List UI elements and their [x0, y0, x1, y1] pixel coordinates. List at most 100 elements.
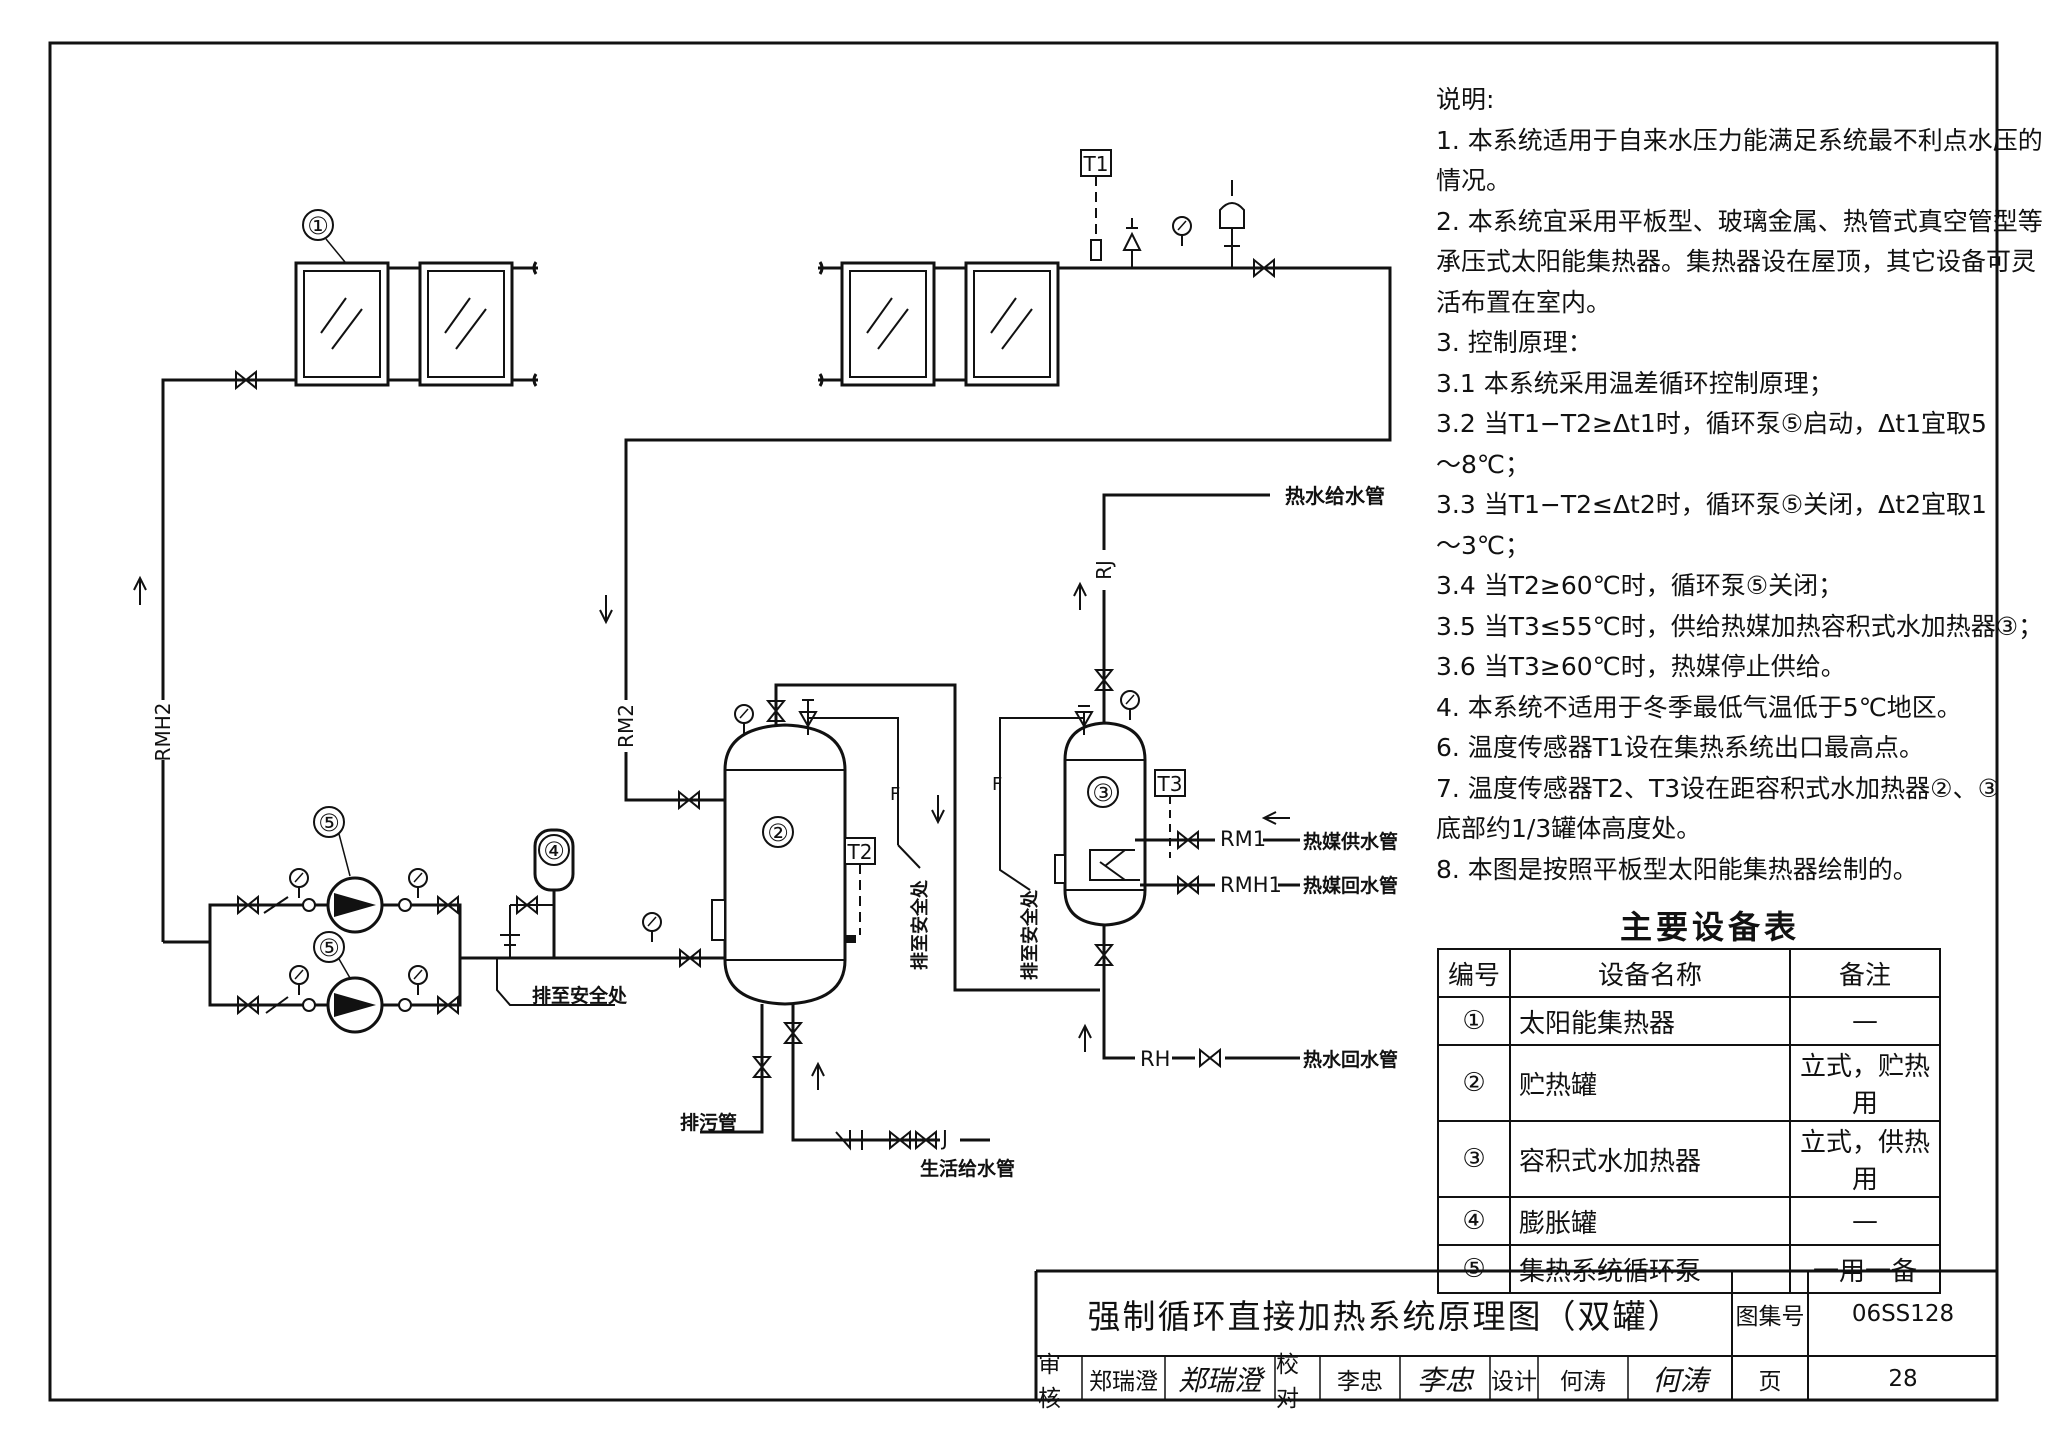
marker-2: [762, 816, 794, 848]
reviewer-signature: 郑瑞澄: [1177, 1364, 1262, 1397]
table-cell: ①: [1437, 996, 1511, 1046]
designer-signature: 何涛: [1651, 1364, 1708, 1397]
review-label: 审核: [1038, 1352, 1061, 1412]
label-t2: T2: [847, 840, 873, 864]
page-label: 页: [1758, 1369, 1782, 1395]
design-notes: 说明: 1. 本系统适用于自来水压力能满足系统最不利点水压的 情况。 2. 本系…: [1436, 80, 2044, 890]
air-vent: [1219, 180, 1245, 268]
collector-left: [294, 261, 538, 387]
label-j: J: [940, 1126, 948, 1150]
table-cell: ③: [1437, 1120, 1511, 1198]
marker-2-text: ②: [767, 819, 789, 847]
marker-5b-text: ⑤: [318, 934, 340, 962]
note-line: 3. 控制原理：: [1436, 328, 1593, 357]
header-cell: 备注: [1789, 948, 1941, 998]
table-cell: 立式，贮热用: [1789, 1044, 1941, 1122]
equipment-table: 编号 设备名称 备注 ① 太阳能集热器 — ② 贮热罐 立式，贮热用 ③ 容积式…: [1437, 948, 1941, 1294]
label-drain-safe-3: 排至安全处: [1019, 889, 1041, 980]
table-cell: ④: [1437, 1196, 1511, 1246]
label-rh: RH: [1140, 1047, 1170, 1071]
note-line: 3.4 当T2≥60℃时，循环泵⑤关闭；: [1436, 571, 1844, 600]
flow-arrow-up: [133, 575, 147, 605]
table-cell: 膨胀罐: [1509, 1196, 1791, 1246]
marker-4: [538, 834, 570, 866]
storage-tank: [711, 723, 847, 1006]
marker-5a-text: ⑤: [318, 809, 340, 837]
marker-3-text: ③: [1092, 779, 1114, 807]
table-header-row: 编号 设备名称 备注: [1437, 948, 1941, 998]
check-label: 校对: [1276, 1352, 1299, 1412]
atlas-label: 图集号: [1735, 1304, 1805, 1330]
header-cell: 设备名称: [1509, 948, 1791, 998]
note-line: ～8℃；: [1436, 449, 1530, 479]
table-cell: ②: [1437, 1044, 1511, 1122]
table-row: ⑤ 集热系统循环泵 一用一备: [1437, 1244, 1941, 1294]
table-row: ② 贮热罐 立式，贮热用: [1437, 1044, 1941, 1122]
label-drain-safe-1: 排至安全处: [532, 984, 628, 1007]
designer-name: 何涛: [1560, 1369, 1606, 1395]
water-heater: [1054, 721, 1147, 927]
note-line: 4. 本系统不适用于冬季最低气温低于5℃地区。: [1436, 692, 1962, 722]
page-number: 28: [1888, 1366, 1918, 1392]
pipe-rh: [1102, 925, 1135, 1060]
note-line: 情况。: [1436, 166, 1512, 195]
table-cell: —: [1789, 1196, 1941, 1246]
outer-frame: [48, 41, 1999, 1402]
marker-4-text: ④: [543, 837, 565, 865]
note-line: 2. 本系统宜采用平板型、玻璃金属、热管式真空管型等: [1436, 206, 2043, 236]
reviewer-name: 郑瑞澄: [1089, 1369, 1158, 1395]
marker-1: [302, 209, 334, 241]
note-line: 3.1 本系统采用温差循环控制原理；: [1436, 368, 1834, 398]
label-rm1: RM1: [1220, 827, 1266, 851]
label-drain-safe-2: 排至安全处: [909, 879, 931, 970]
pipe-rmh2: [161, 378, 296, 942]
note-line: 3.5 当T3≤55℃时，供给热媒加热容积式水加热器③；: [1436, 611, 2044, 641]
note-line: 6. 温度传感器T1设在集热系统出口最高点。: [1436, 733, 1924, 762]
checker-signature: 李忠: [1416, 1364, 1473, 1397]
label-t3: T3: [1157, 772, 1183, 796]
note-line: 1. 本系统适用于自来水压力能满足系统最不利点水压的: [1436, 125, 2043, 155]
table-cell: 容积式水加热器: [1509, 1120, 1791, 1198]
marker-5b: [313, 931, 345, 963]
marker-3: [1087, 776, 1119, 808]
label-heat-return: 热媒回水管: [1303, 874, 1398, 897]
collector-right: [818, 261, 1060, 387]
pump-bank: [163, 868, 690, 1034]
label-rmh2: RMH2: [151, 703, 175, 762]
label-hot-supply: 热水给水管: [1285, 484, 1385, 508]
note-line: 3.6 当T3≥60℃时，热媒停止供给。: [1436, 652, 1846, 681]
note-line: 说明:: [1436, 85, 1495, 114]
label-rm2: RM2: [614, 704, 638, 748]
marker-5a: [313, 806, 345, 838]
label-rmh1: RMH1: [1220, 873, 1282, 897]
label-domestic: 生活给水管: [920, 1157, 1015, 1180]
label-f-1: F: [890, 784, 900, 805]
safety-valve-2: F 排至安全处: [798, 699, 931, 970]
design-label: 设计: [1491, 1369, 1537, 1395]
label-t1: T1: [1083, 152, 1109, 176]
marker-1-text: ①: [307, 212, 329, 240]
note-line: 3.2 当T1−T2≥Δt1时，循环泵⑤启动，Δt1宜取5: [1436, 409, 1987, 438]
table-cell: ⑤: [1437, 1244, 1511, 1294]
note-line: 7. 温度传感器T2、T3设在距容积式水加热器②、③: [1436, 773, 2000, 803]
atlas-number: 06SS128: [1851, 1301, 1955, 1327]
header-cell: 编号: [1437, 948, 1511, 998]
pipe-rj: [1102, 493, 1270, 723]
equipment-table-title: 主要设备表: [1619, 908, 1800, 946]
label-hot-return: 热水回水管: [1303, 1048, 1398, 1071]
drawing-title: 强制循环直接加热系统原理图（双罐）: [1087, 1297, 1683, 1336]
pipe-to-heater: [774, 683, 1100, 992]
table-cell: 贮热罐: [1509, 1044, 1791, 1122]
label-heat-supply: 热媒供水管: [1303, 830, 1398, 853]
note-line: ～3℃；: [1436, 530, 1530, 560]
table-cell: 太阳能集热器: [1509, 996, 1791, 1046]
pipe-rm2: [624, 266, 1392, 802]
flow-arrow-down: [599, 595, 613, 625]
table-cell: 集热系统循环泵: [1509, 1244, 1791, 1294]
table-row: ① 太阳能集热器 —: [1437, 996, 1941, 1046]
table-row: ③ 容积式水加热器 立式，供热用: [1437, 1120, 1941, 1198]
note-line: 底部约1/3罐体高度处。: [1436, 814, 1702, 843]
table-cell: 一用一备: [1789, 1244, 1941, 1294]
checker-name: 李忠: [1337, 1369, 1383, 1395]
